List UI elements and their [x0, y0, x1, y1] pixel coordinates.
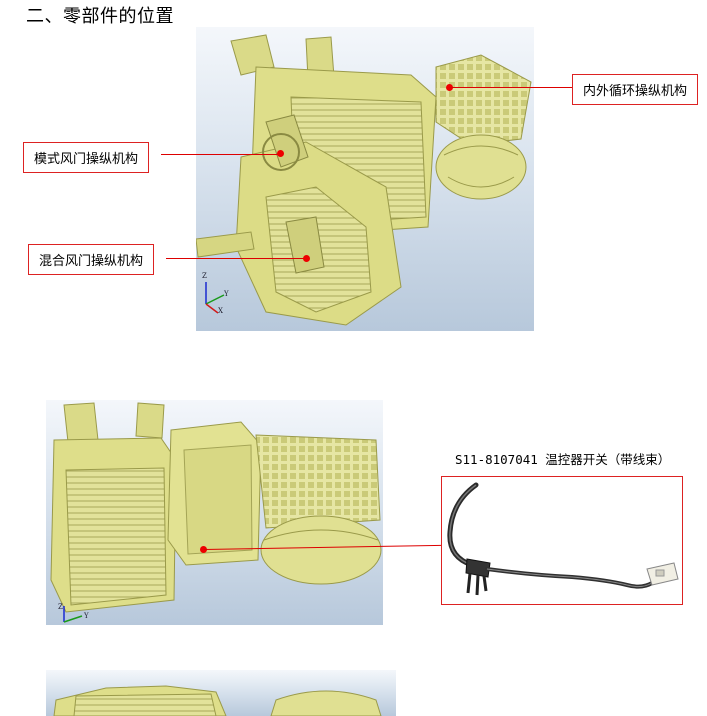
hvac-assembly-drawing-top — [196, 34, 532, 326]
callout-mix-door-mechanism: 混合风门操纵机构 — [28, 244, 155, 275]
axis-label-y-2: Y — [84, 612, 89, 620]
hvac-assembly-image-bottom — [46, 670, 396, 716]
axis-triad-icon — [205, 282, 225, 314]
thermostat-switch-caption: S11-8107041 温控器开关（带线束） — [455, 452, 671, 467]
callout-dot-mode — [277, 150, 284, 157]
callout-line-mix — [166, 258, 306, 259]
axis-label-z-2: Z — [58, 603, 63, 611]
callout-recirc-mechanism: 内外循环操纵机构 — [572, 74, 699, 105]
hvac-assembly-drawing-bottom — [53, 685, 382, 716]
callout-line-recirc — [450, 87, 572, 88]
hvac-assembly-image-top — [196, 27, 534, 331]
page-heading: 二、零部件的位置 — [26, 6, 174, 27]
hvac-assembly-image-middle — [46, 400, 383, 625]
thermostat-harness-image — [441, 476, 683, 605]
axis-label-x: X — [218, 307, 223, 315]
thermostat-harness-drawing — [447, 482, 679, 596]
callout-line-mode — [161, 154, 280, 155]
callout-dot-thermostat — [200, 546, 207, 553]
callout-mode-door-mechanism: 模式风门操纵机构 — [23, 142, 150, 173]
callout-dot-mix — [303, 255, 310, 262]
axis-label-y: Y — [224, 290, 229, 298]
axis-label-z: Z — [202, 272, 207, 280]
axis-triad-icon-2 — [63, 606, 83, 623]
hvac-assembly-drawing-middle — [50, 402, 382, 623]
callout-dot-recirc — [446, 84, 453, 91]
